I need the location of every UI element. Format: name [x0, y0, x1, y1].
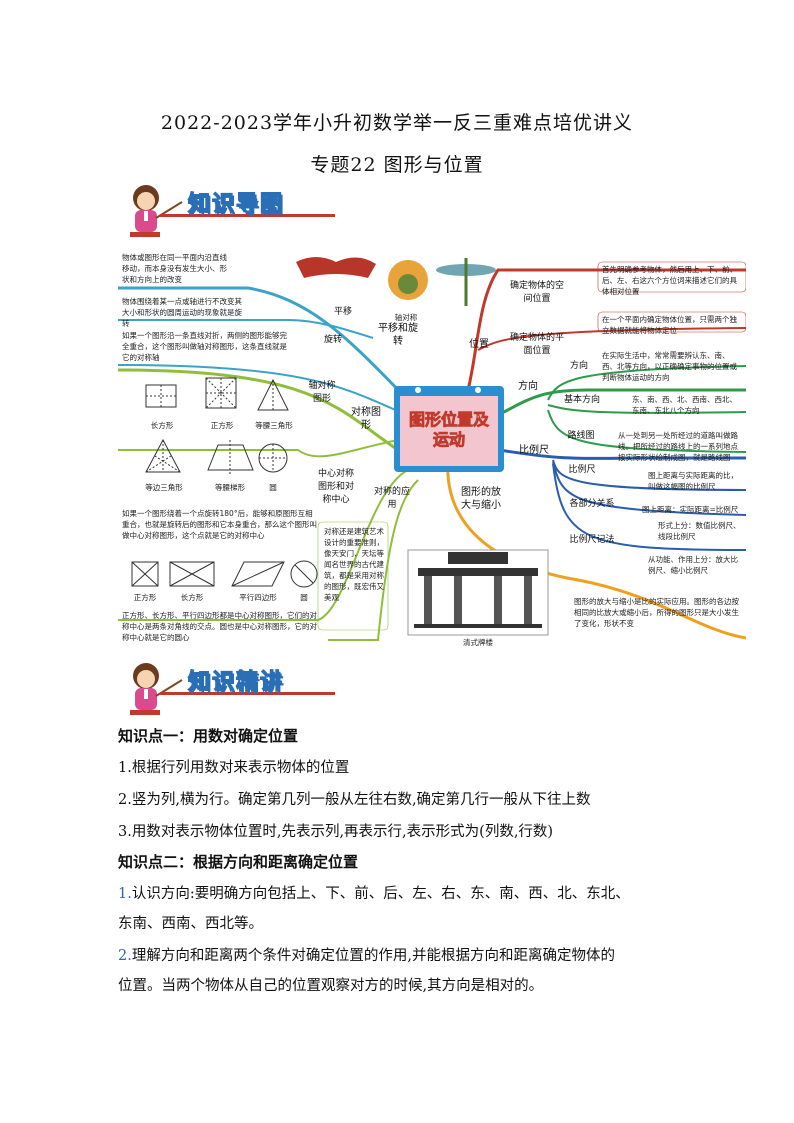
kp1-line-2: 2.竖为列,横为行。确定第几列一般从左往右数,确定第几行一般从下往上数 — [118, 792, 591, 808]
sub-route: 路线图 — [567, 431, 595, 441]
teacher-icon — [130, 185, 183, 237]
sub-parts: 各部分关系 — [569, 499, 615, 509]
mind-map-lines — [118, 257, 746, 641]
note-function: 从功能、作用上分：放大比例尺、缩小比例尺 — [648, 555, 738, 575]
label-gate: 清式牌楼 — [463, 638, 493, 647]
shape-label-rect-2: 长方形 — [180, 593, 204, 602]
note-rotate: 物体围绕着某一点或轴进行不改变其大小和形状的圆周运动的现象就是旋转 — [122, 297, 242, 328]
kp2-line-1b: 东南、西南、西北等。 — [118, 916, 263, 932]
sub-axis-symmetry: 轴对称图形 — [308, 381, 336, 404]
note-enlarge: 图形的放大与缩小是比的实际应用。图形的各边按相同的比放大或缩小后，所得的图形只是… — [574, 597, 739, 628]
shape-label-square: 正方形 — [210, 421, 234, 430]
shape-label-parallelogram: 平行四边形 — [239, 593, 277, 602]
note-parts: 图上距离：实际距离=比例尺 — [642, 505, 739, 514]
note-route: 从一处到另一处所经过的道路叫做路线。把所经过的路线上的一系列地点按实际形状绘制成… — [618, 431, 738, 462]
note-form: 形式上分：数值比例尺、线段比例尺 — [658, 521, 741, 541]
kp1-title: 知识点一：用数对确定位置 — [118, 727, 299, 745]
banner-underline — [160, 692, 335, 695]
shape-label-iso-triangle: 等腰三角形 — [255, 421, 293, 430]
kp2-line-1-num: 1. — [118, 886, 132, 902]
kp1-line-1: 1.根据行列用数对来表示物体的位置 — [118, 760, 350, 776]
note-scale: 图上距离与实际距离的比，叫做这幅图的比例尺 — [648, 471, 738, 491]
sub-translate: 平移 — [333, 307, 352, 317]
kp2-line-1-text: 认识方向:要明确方向包括上、下、前、后、左、右、东、南、西、北、东北、 — [131, 886, 630, 902]
banner-knowledge-explain: 知识精讲 — [120, 658, 335, 718]
shape-label-circle: 圆 — [269, 483, 277, 492]
page-title: 2022-2023学年小升初数学举一反三重难点培优讲义 — [160, 112, 634, 134]
shape-label-square-2: 正方形 — [133, 593, 157, 602]
note-translate: 物体或图形在同一平面内沿直线移动，而本身没有发生大小、形状和方向上的改变 — [122, 253, 227, 284]
sub-rotate: 旋转 — [323, 335, 342, 345]
shape-label-rect: 长方形 — [150, 421, 174, 430]
note-plane: 在一个平面内确定物体位置，只需两个独立数据就能将物体定位 — [602, 315, 737, 335]
sub-notation: 比例尺记法 — [569, 535, 615, 545]
kp2-line-2-num: 2. — [118, 948, 132, 964]
kp1-line-3: 3.用数对表示物体位置时,先表示列,再表示行,表示形式为(列数,行数) — [118, 824, 554, 840]
branch-direction: 方向 — [518, 381, 538, 392]
kp2-title: 知识点二：根据方向和距离确定位置 — [118, 853, 359, 871]
sub-symmetry-apply: 对称的应用 — [374, 487, 411, 510]
branch-scale: 比例尺 — [519, 445, 549, 456]
mind-map-center: 图形位置及运动 — [408, 410, 490, 450]
kp2-line-2: 2.理解方向和距离两个条件对确定位置的作用,并能根据方向和距离确定物体的 — [118, 946, 615, 966]
page-subtitle: 专题22 图形与位置 — [310, 154, 484, 176]
branch-enlarge: 图形的放大与缩小 — [461, 487, 501, 511]
banner-title: 知识精讲 — [187, 669, 285, 695]
mind-map: 图形位置及运动 平移和旋转 位置 方向 比例尺 图形的放大与缩小 对称图形 平移… — [118, 240, 746, 650]
sub-basic-direction: 基本方向 — [563, 395, 600, 405]
sub-center-symmetry: 中心对称图形和对称中心 — [317, 469, 354, 505]
kp2-line-1: 1.认识方向:要明确方向包括上、下、前、后、左、右、东、南、西、北、东北、 — [118, 884, 630, 904]
sub-scale: 比例尺 — [568, 465, 596, 475]
note-space: 首先明确参考物体，然后用上、下、前、后、左、右这六个方位词来描述它们的具体相对位… — [602, 265, 737, 296]
shape-label-circle-2: 圆 — [300, 593, 308, 602]
branch-translate-rotate: 平移和旋转 — [378, 323, 418, 347]
note-center-symmetry: 如果一个图形绕着一个点旋转180°后，能够和原图形互相重合，也就是旋转后的图形和… — [122, 509, 317, 540]
note-direction: 在实际生活中，常常需要辨认东、南、西、北等方向，以正确确定事物的位置或判断物体运… — [602, 351, 737, 382]
banner-title: 知识导图 — [187, 191, 285, 217]
teacher-icon — [130, 663, 183, 715]
sub-space-position: 确定物体的空间位置 — [510, 281, 565, 304]
sub-direction: 方向 — [569, 361, 588, 371]
banner-underline — [160, 214, 335, 217]
sub-plane-position: 确定物体的平面位置 — [510, 333, 565, 356]
note-center-symmetry-2: 正方形、长方形、平行四边形都是中心对称图形，它们的对称中心是两条对角线的交点。圆… — [122, 611, 317, 642]
shape-label-equi-triangle: 等边三角形 — [145, 483, 183, 492]
shape-label-iso-trapezoid: 等腰梯形 — [215, 483, 245, 492]
banner-knowledge-map: 知识导图 — [120, 180, 335, 240]
note-symmetry-apply: 对称还是建筑艺术设计的重要准则，像天安门、天坛等闻名世界的古代建筑，都是采用对称… — [324, 527, 384, 602]
note-basic: 东、南、西、北、西南、西北、东南、东北八个方向 — [632, 395, 737, 415]
branch-symmetry: 对称图形 — [351, 407, 381, 431]
label-axis-figure: 轴对称 — [394, 313, 418, 322]
branch-position: 位置 — [469, 339, 489, 350]
kp2-line-2b: 位置。当两个物体从自己的位置观察对方的时候,其方向是相对的。 — [118, 978, 544, 994]
note-axis: 如果一个图形沿一条直线对折，两侧的图形能够完全重合，这个图形叫做轴对称图形，这条… — [122, 331, 287, 362]
kp2-line-2-text: 理解方向和距离两个条件对确定位置的作用,并能根据方向和距离确定物体的 — [131, 948, 615, 964]
